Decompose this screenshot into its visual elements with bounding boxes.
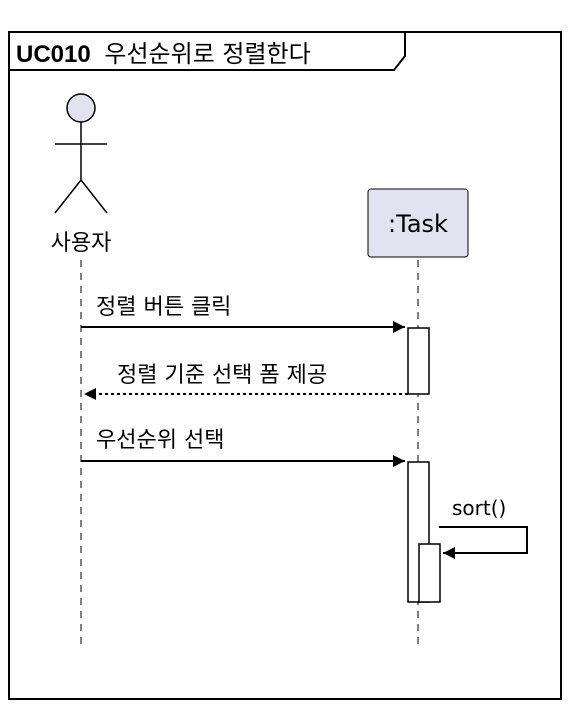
actor-right-leg (80, 179, 108, 214)
message-4-arrow (439, 526, 528, 559)
message-2-label: 정렬 기준 선택 폼 제공 (117, 363, 327, 388)
task-participant-label: :Task (388, 210, 448, 238)
actor-figure (54, 93, 108, 214)
message-3-label: 우선순위 선택 (96, 428, 224, 453)
frame-title-tab (9, 31, 406, 71)
task-activation-nested (418, 543, 441, 603)
actor-left-leg (54, 179, 82, 214)
task-participant-box (367, 188, 469, 258)
actor-head (66, 93, 96, 123)
message-4-label: sort() (452, 496, 506, 520)
frame-id: UC010 (16, 41, 91, 68)
actor-label: 사용자 (51, 231, 112, 256)
task-activation-1 (407, 327, 430, 395)
frame-title-text: 우선순위로 정렬한다 (104, 40, 310, 68)
frame-title: UC010 우선순위로 정렬한다 (16, 40, 311, 68)
message-1-label: 정렬 버튼 클릭 (96, 295, 231, 320)
